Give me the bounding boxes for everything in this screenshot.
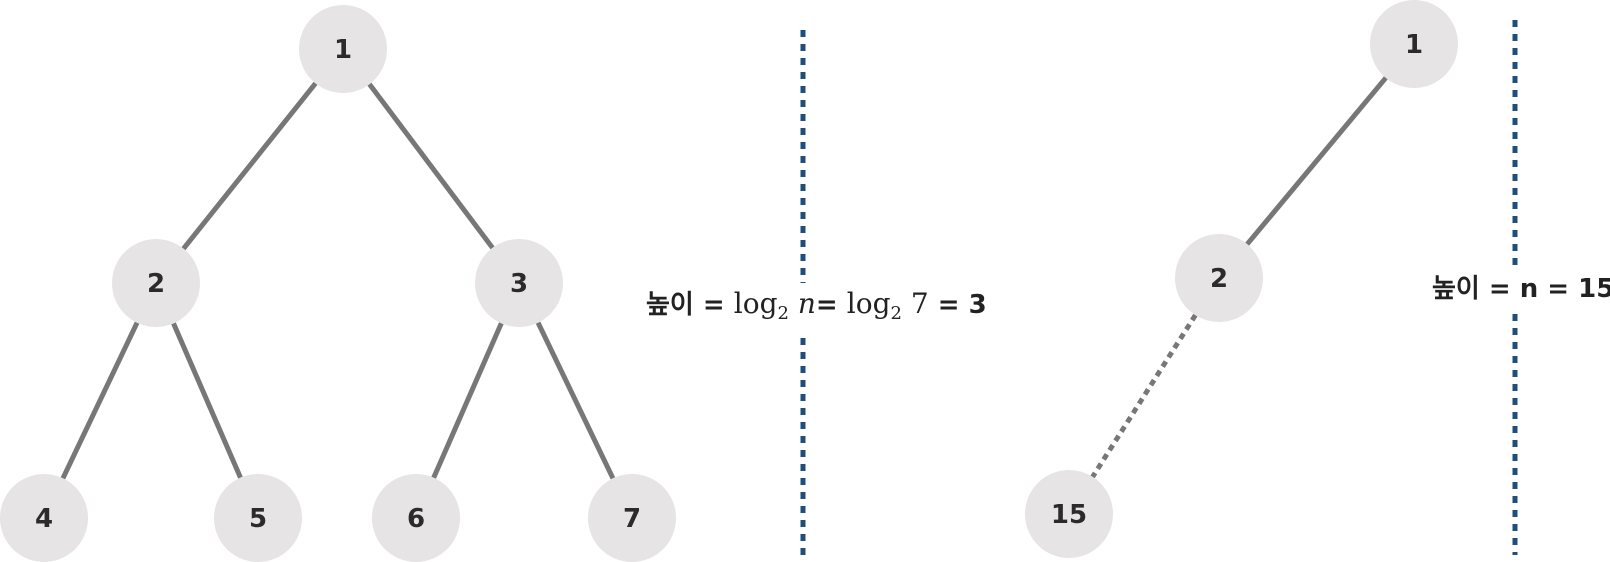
result: = 3 xyxy=(937,290,987,320)
edge-2-15 xyxy=(1090,313,1198,479)
node-label: 6 xyxy=(407,504,425,534)
equals-sign: = xyxy=(702,290,725,320)
node-circle xyxy=(112,239,200,327)
skewed-node-2: 2 xyxy=(1175,234,1263,322)
variable-n: n xyxy=(797,287,816,320)
log-function: log xyxy=(846,287,891,320)
edge-1-2 xyxy=(181,81,318,251)
skewed-node-15: 15 xyxy=(1025,470,1113,558)
balanced-node-1: 1 xyxy=(299,5,387,93)
node-circle xyxy=(372,474,460,562)
node-label: 7 xyxy=(623,504,641,534)
node-label: 4 xyxy=(35,504,53,534)
node-circle xyxy=(299,5,387,93)
edge-3-6 xyxy=(431,322,504,479)
balanced-node-3: 3 xyxy=(475,239,563,327)
balanced-node-6: 6 xyxy=(372,474,460,562)
node-circle xyxy=(1370,0,1458,88)
balanced-tree-nodes: 1 2 3 4 5 6 7 xyxy=(0,5,676,562)
log-base: 2 xyxy=(890,303,902,324)
height-label: 높이 xyxy=(646,290,694,320)
node-label: 2 xyxy=(1210,264,1228,294)
edge-3-7 xyxy=(535,321,616,480)
node-circle xyxy=(475,239,563,327)
log-base: 2 xyxy=(777,303,789,324)
log-argument: 7 xyxy=(910,287,929,320)
node-circle xyxy=(214,474,302,562)
node-label: 1 xyxy=(1405,30,1423,60)
skewed-tree-nodes: 1 2 15 xyxy=(1025,0,1458,558)
node-circle xyxy=(0,474,88,562)
balanced-tree-edges xyxy=(60,81,616,480)
log-expression-n: log2 n xyxy=(733,287,816,324)
node-label: 1 xyxy=(334,35,352,65)
log-function: log xyxy=(733,287,778,320)
balanced-height-formula: 높이 = log2 n= log2 7 = 3 xyxy=(644,283,989,335)
node-label: 5 xyxy=(249,504,267,534)
node-label: 3 xyxy=(510,269,528,299)
node-circle xyxy=(1175,234,1263,322)
edge-1-2 xyxy=(1245,76,1388,246)
balanced-node-4: 4 xyxy=(0,474,88,562)
skewed-formula-text: 높이 = n = 15 xyxy=(1432,274,1610,304)
balanced-node-7: 7 xyxy=(588,474,676,562)
edge-2-4 xyxy=(60,321,140,480)
log-expression-7: log2 7 xyxy=(846,287,929,324)
node-circle xyxy=(588,474,676,562)
skewed-node-1: 1 xyxy=(1370,0,1458,88)
balanced-node-5: 5 xyxy=(214,474,302,562)
balanced-node-2: 2 xyxy=(112,239,200,327)
node-label: 15 xyxy=(1051,500,1087,530)
edge-2-5 xyxy=(171,322,243,479)
skewed-height-formula: 높이 = n = 15 xyxy=(1430,268,1610,310)
edge-1-3 xyxy=(367,82,495,250)
node-circle xyxy=(1025,470,1113,558)
skewed-tree-edges xyxy=(1090,76,1388,479)
equals-sign: = xyxy=(815,290,838,320)
node-label: 2 xyxy=(147,269,165,299)
